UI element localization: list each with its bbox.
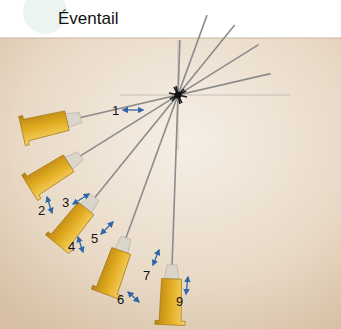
movement-arrows bbox=[47, 110, 188, 302]
entry-point bbox=[169, 86, 187, 104]
callout-number: 4 bbox=[68, 239, 75, 254]
needle bbox=[19, 59, 274, 146]
callout-text: 3 bbox=[62, 195, 69, 210]
callout-number: 6 bbox=[117, 292, 124, 307]
needle bbox=[91, 10, 221, 299]
callout-number: 7 bbox=[143, 268, 150, 283]
skin-ground bbox=[0, 38, 341, 329]
callout-text: 9 bbox=[176, 294, 183, 309]
callout-text: 1 bbox=[112, 103, 119, 118]
callout-text: 4 bbox=[68, 239, 75, 254]
callout-number: 1 bbox=[112, 103, 119, 118]
top-rule bbox=[0, 38, 341, 39]
diagram-title: Éventail bbox=[58, 9, 118, 29]
callout-number: 9 bbox=[176, 294, 183, 309]
title-text: Éventail bbox=[58, 9, 118, 28]
needle bbox=[22, 32, 267, 201]
callout-number: 5 bbox=[91, 231, 98, 246]
callout-number: 2 bbox=[38, 203, 45, 218]
callout-text: 5 bbox=[91, 231, 98, 246]
callout-text: 7 bbox=[143, 268, 150, 283]
callout-text: 6 bbox=[117, 292, 124, 307]
needle bbox=[46, 16, 247, 254]
needle bbox=[155, 40, 195, 326]
callout-number: 3 bbox=[62, 195, 69, 210]
axis-line bbox=[120, 95, 290, 96]
callout-text: 2 bbox=[38, 203, 45, 218]
